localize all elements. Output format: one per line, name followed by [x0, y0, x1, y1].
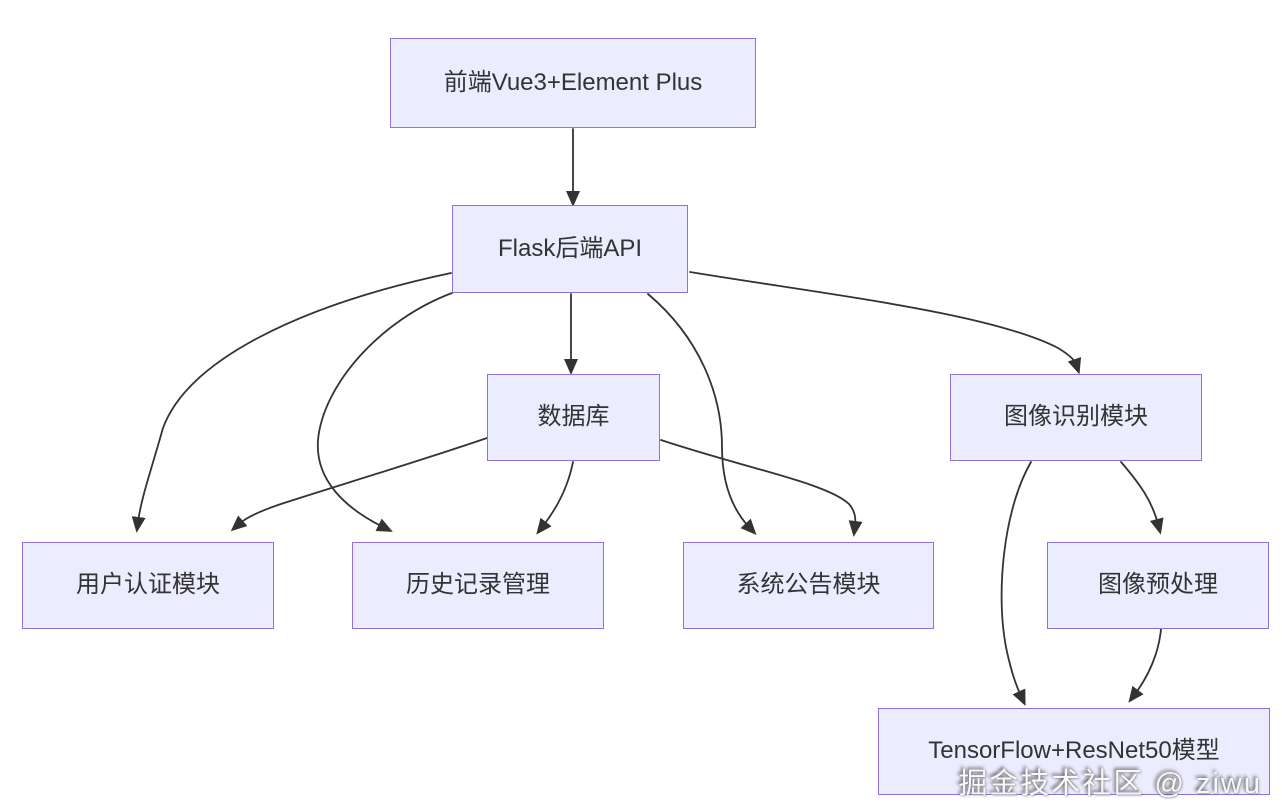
- edge-flask-announce: [647, 293, 757, 536]
- edge-preprocess-tensorflow: [1128, 628, 1162, 703]
- node-announce-label: 系统公告模块: [736, 571, 881, 599]
- node-flask-label: Flask后端API: [497, 234, 643, 262]
- edge-imgrec-preprocess: [1120, 461, 1164, 535]
- node-imgrec: 图像识别模块: [950, 374, 1202, 461]
- edge-database-announce: [660, 439, 863, 537]
- node-database-label: 数据库: [537, 403, 610, 431]
- node-preprocess: 图像预处理: [1047, 542, 1269, 629]
- edge-flask-userauth: [131, 272, 452, 533]
- node-userauth: 用户认证模块: [22, 542, 274, 629]
- node-tensorflow-label: TensorFlow+ResNet50模型: [928, 737, 1220, 765]
- edge-imgrec-tensorflow: [1000, 461, 1032, 707]
- node-tensorflow: TensorFlow+ResNet50模型: [878, 708, 1270, 795]
- node-history: 历史记录管理: [352, 542, 604, 629]
- edge-database-history: [536, 461, 574, 535]
- node-history-label: 历史记录管理: [406, 571, 550, 599]
- node-userauth-label: 用户认证模块: [76, 571, 220, 599]
- node-flask: Flask后端API: [452, 205, 688, 293]
- node-announce: 系统公告模块: [683, 542, 934, 629]
- node-database: 数据库: [487, 374, 660, 461]
- node-preprocess-label: 图像预处理: [1098, 571, 1218, 599]
- edge-flask-imgrec: [689, 271, 1082, 375]
- node-frontend-label: 前端Vue3+Element Plus: [443, 68, 703, 96]
- node-imgrec-label: 图像识别模块: [1004, 403, 1148, 431]
- edge-database-userauth: [230, 437, 488, 532]
- node-frontend: 前端Vue3+Element Plus: [390, 38, 756, 128]
- edge-flask-history: [317, 292, 453, 532]
